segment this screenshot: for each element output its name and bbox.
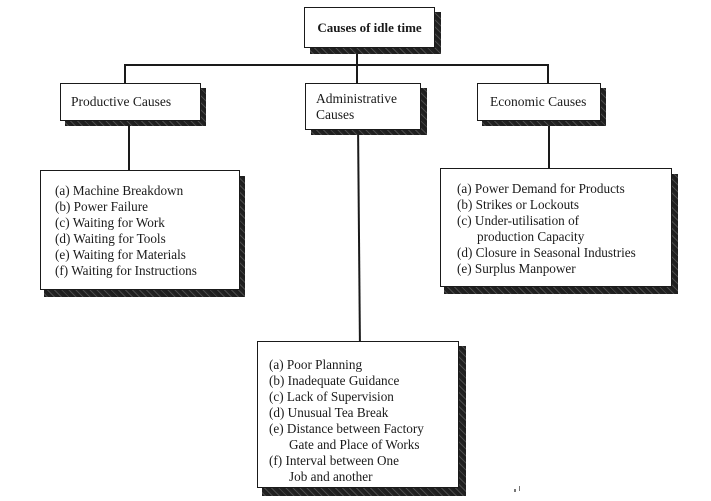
list-item: (f) Interval between One [269,453,399,468]
list-item: (a) Poor Planning [269,357,363,372]
administrative-causes-list: (a) Poor Planning (b) Inadequate Guidanc… [257,341,459,488]
scan-speck [514,489,516,492]
list-item: (b) Inadequate Guidance [269,373,400,388]
productive-causes-list: (a) Machine Breakdown (b) Power Failure … [40,170,240,290]
list-item: (a) Power Demand for Products [457,181,625,196]
root-stem-line [356,48,358,66]
list-item: (b) Strikes or Lockouts [457,197,579,212]
productive-branch-line [124,64,126,84]
administrative-causes-label-line2: Causes [316,107,355,122]
productive-list-connector [128,124,130,172]
scan-speck [519,486,520,491]
economic-branch-line [547,64,549,84]
list-item: (d) Unusual Tea Break [269,405,389,420]
list-item-continuation: production Capacity [477,229,585,244]
productive-causes-node: Productive Causes [60,83,201,121]
productive-causes-label: Productive Causes [71,94,172,109]
administrative-causes-label-line1: Administrative [316,91,397,106]
list-item: (c) Lack of Supervision [269,389,394,404]
administrative-causes-node: Administrative Causes [305,83,421,130]
list-item: (e) Distance between Factory [269,421,424,436]
economic-list-connector [548,124,550,170]
list-item: (a) Machine Breakdown [55,183,184,198]
list-item-continuation: Job and another [289,469,373,484]
list-item: (d) Waiting for Tools [55,231,166,246]
list-item: (b) Power Failure [55,199,149,214]
list-item-continuation: Gate and Place of Works [289,437,420,452]
list-item: (f) Waiting for Instructions [55,263,197,278]
list-item: (d) Closure in Seasonal Industries [457,245,636,260]
list-item: (c) Under-utilisation of [457,213,580,228]
root-node: Causes of idle time [304,7,435,48]
economic-causes-label: Economic Causes [490,94,587,109]
horizontal-branch-line [124,64,549,66]
economic-causes-node: Economic Causes [477,83,601,121]
administrative-branch-line [356,64,358,84]
list-item: (e) Surplus Manpower [457,261,576,276]
economic-causes-list: (a) Power Demand for Products (b) Strike… [440,168,672,287]
administrative-list-connector [357,131,361,343]
list-item: (e) Waiting for Materials [55,247,186,262]
list-item: (c) Waiting for Work [55,215,165,230]
root-node-label: Causes of idle time [317,19,422,35]
